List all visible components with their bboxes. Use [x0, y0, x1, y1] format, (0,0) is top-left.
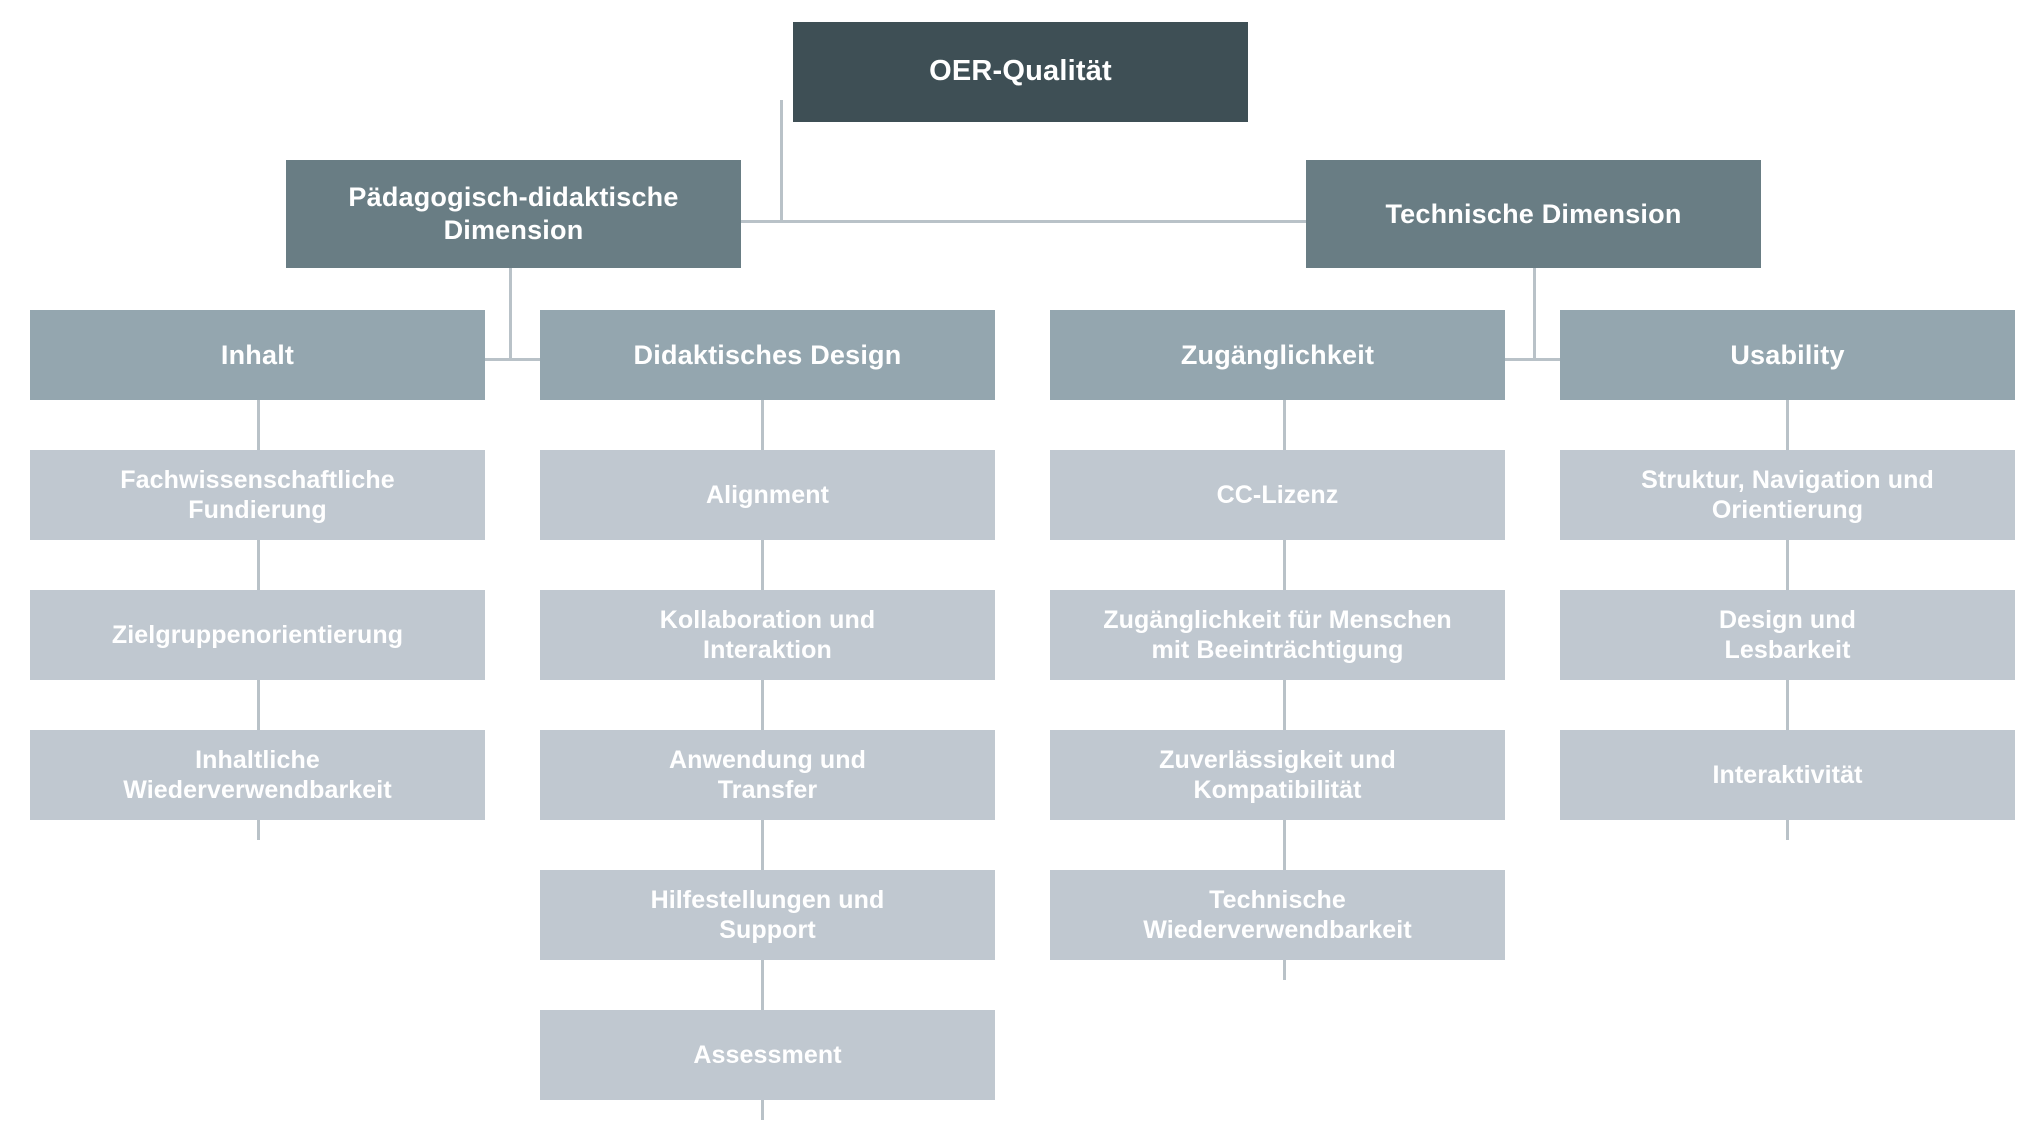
node-leaf-struktur-navigation-und-orientierung[interactable]: Struktur, Navigation und Orientierung — [1560, 450, 2015, 540]
node-leaf-technische-wiederverwendbarkeit[interactable]: Technische Wiederverwendbarkeit — [1050, 870, 1505, 960]
node-leaf-assessment[interactable]: Assessment — [540, 1010, 995, 1100]
node-leaf-inhaltliche-wiederverwendbarkeit[interactable]: Inhaltliche Wiederverwendbarkeit — [30, 730, 485, 820]
node-leaf-anwendung-und-transfer[interactable]: Anwendung und Transfer — [540, 730, 995, 820]
node-category-didaktisches-design[interactable]: Didaktisches Design — [540, 310, 995, 400]
node-leaf-zielgruppenorientierung[interactable]: Zielgruppenorientierung — [30, 590, 485, 680]
node-leaf-zugaenglichkeit-fuer-menschen-mit-beeintraechtigung[interactable]: Zugänglichkeit für Menschen mit Beeinträ… — [1050, 590, 1505, 680]
node-leaf-cc-lizenz[interactable]: CC-Lizenz — [1050, 450, 1505, 540]
node-leaf-alignment[interactable]: Alignment — [540, 450, 995, 540]
node-leaf-interaktivitaet[interactable]: Interaktivität — [1560, 730, 2015, 820]
node-leaf-fachwissenschaftliche-fundierung[interactable]: Fachwissenschaftliche Fundierung — [30, 450, 485, 540]
node-category-inhalt[interactable]: Inhalt — [30, 310, 485, 400]
node-root-oer-qualitaet[interactable]: OER-Qualität — [793, 22, 1248, 122]
node-leaf-hilfestellungen-und-support[interactable]: Hilfestellungen und Support — [540, 870, 995, 960]
node-category-usability[interactable]: Usability — [1560, 310, 2015, 400]
node-dimension-technisch[interactable]: Technische Dimension — [1306, 160, 1761, 268]
connector-dim-left-vertical — [509, 268, 512, 360]
node-category-zugaenglichkeit[interactable]: Zugänglichkeit — [1050, 310, 1505, 400]
node-dimension-paedagogisch-didaktisch[interactable]: Pädagogisch-didaktische Dimension — [286, 160, 741, 268]
connector-dim-right-vertical — [1533, 268, 1536, 360]
connector-root-horizontal — [510, 220, 1308, 223]
connector-dim-left-horizontal — [258, 358, 762, 361]
connector-root-vertical — [780, 100, 783, 222]
connector-dim-right-horizontal — [1283, 358, 1786, 361]
node-leaf-zuverlaessigkeit-und-kompatibilitaet[interactable]: Zuverlässigkeit und Kompatibilität — [1050, 730, 1505, 820]
node-leaf-design-und-lesbarkeit[interactable]: Design und Lesbarkeit — [1560, 590, 2015, 680]
connector-spine-zugaenglichkeit — [1283, 400, 1286, 980]
node-leaf-kollaboration-und-interaktion[interactable]: Kollaboration und Interaktion — [540, 590, 995, 680]
